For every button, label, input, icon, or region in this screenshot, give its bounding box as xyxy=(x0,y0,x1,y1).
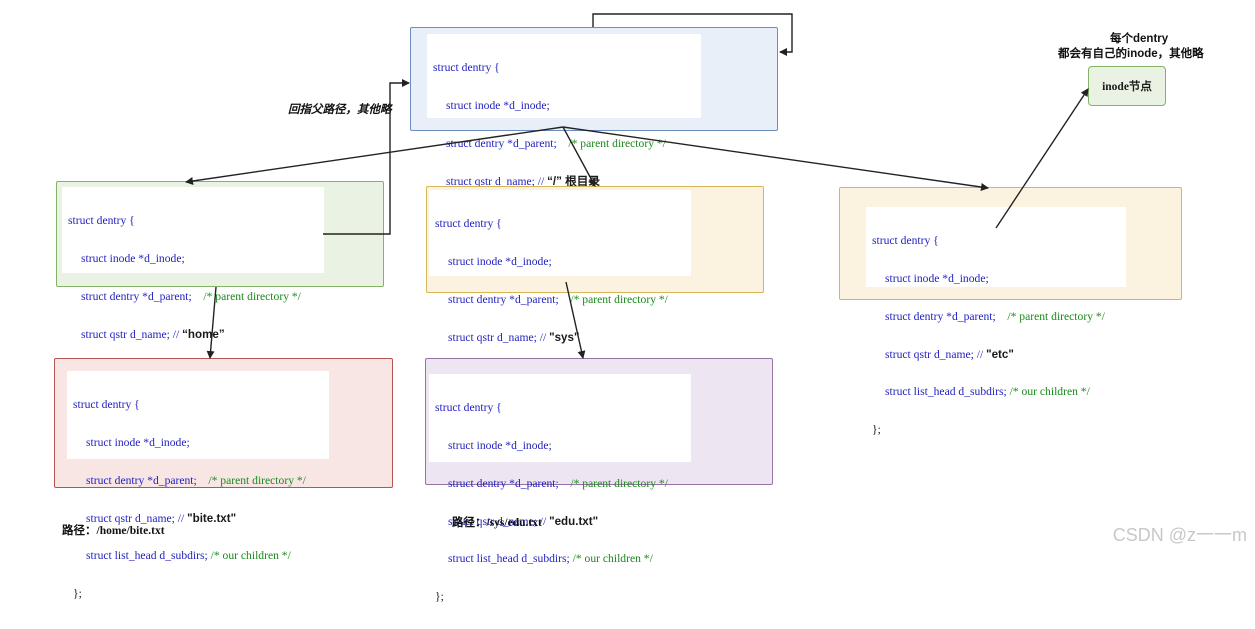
parent-field: struct dentry *d_parent; xyxy=(86,473,197,487)
edu-name-value: "edu.txt" xyxy=(549,514,599,528)
parent-field: struct dentry *d_parent; xyxy=(446,136,557,150)
name-field: struct qstr d_name; // xyxy=(86,511,188,525)
parent-pointer-note: 回指父路径，其他略 xyxy=(288,104,392,116)
inode-node: inode节点 xyxy=(1088,66,1166,106)
inode-field: struct inode *d_inode; xyxy=(81,251,185,265)
bite-dentry-node: struct dentry { struct inode *d_inode; s… xyxy=(54,358,393,600)
path-label-home: 路径：/home/bite.txt xyxy=(62,525,165,537)
name-field: struct qstr d_name; // xyxy=(448,330,550,344)
root-to-home-arrow xyxy=(185,126,564,185)
sys-name-value: "sys" xyxy=(549,330,580,344)
name-field: struct qstr d_name; // xyxy=(885,347,987,361)
inode-field: struct inode *d_inode; xyxy=(448,254,552,268)
etc-dentry-code: struct dentry { struct inode *d_inode; s… xyxy=(866,207,1126,436)
parent-field: struct dentry *d_parent; xyxy=(448,476,559,490)
etc-to-inode-arrow xyxy=(995,88,1089,229)
parent-field: struct dentry *d_parent; xyxy=(885,309,996,323)
struct-close: }; xyxy=(435,590,444,604)
parent-comment: /* parent directory */ xyxy=(1007,309,1105,323)
subdirs-comment: /* our children */ xyxy=(1009,385,1090,399)
csdn-watermark: CSDN @z一一m xyxy=(1112,525,1247,545)
sys-to-edu-arrow xyxy=(565,281,586,359)
home-name-value: “home” xyxy=(182,327,225,341)
parent-comment: /* parent directory */ xyxy=(570,476,668,490)
root-to-sys-arrow xyxy=(562,126,596,187)
subdirs-field: struct list_head d_subdirs; xyxy=(885,385,1007,399)
struct-close: }; xyxy=(872,423,881,437)
inode-note-line1: 每个dentry xyxy=(1110,33,1169,45)
root-name-value: “/” xyxy=(547,174,562,188)
home-parent-pointer-arrow xyxy=(323,79,410,235)
inode-field: struct inode *d_inode; xyxy=(446,98,550,112)
inode-field: struct inode *d_inode; xyxy=(885,271,989,285)
bite-name-value: "bite.txt" xyxy=(187,511,237,525)
name-field: struct qstr d_name; // xyxy=(446,174,548,188)
parent-field: struct dentry *d_parent; xyxy=(81,289,192,303)
inode-note-line2: 都会有自己的inode，其他略 xyxy=(1058,48,1204,60)
parent-comment: /* parent directory */ xyxy=(568,136,666,150)
inode-field: struct inode *d_inode; xyxy=(448,438,552,452)
bite-dentry-code: struct dentry { struct inode *d_inode; s… xyxy=(67,371,329,600)
struct-open: struct dentry { xyxy=(68,214,135,228)
name-field: struct qstr d_name; // xyxy=(81,327,183,341)
struct-open: struct dentry { xyxy=(435,217,502,231)
name-field: struct qstr d_name; // xyxy=(448,514,550,528)
inode-field: struct inode *d_inode; xyxy=(86,435,190,449)
inode-node-label: inode节点 xyxy=(1102,81,1152,93)
parent-comment: /* parent directory */ xyxy=(570,292,668,306)
parent-comment: /* parent directory */ xyxy=(208,473,306,487)
connector-arrows xyxy=(185,13,1089,359)
root-self-loop-arrow xyxy=(592,13,793,56)
struct-open: struct dentry { xyxy=(435,401,502,415)
parent-comment: /* parent directory */ xyxy=(203,289,301,303)
home-to-bite-arrow xyxy=(206,286,217,359)
parent-field: struct dentry *d_parent; xyxy=(448,292,559,306)
struct-open: struct dentry { xyxy=(872,234,939,248)
path-label-sys: 路径：/sys/edu.txt xyxy=(452,517,542,529)
struct-open: struct dentry { xyxy=(73,398,140,412)
etc-name-value: "etc" xyxy=(986,347,1014,361)
struct-close: }; xyxy=(73,587,82,601)
struct-open: struct dentry { xyxy=(433,61,500,75)
root-to-etc-arrow xyxy=(562,126,989,191)
